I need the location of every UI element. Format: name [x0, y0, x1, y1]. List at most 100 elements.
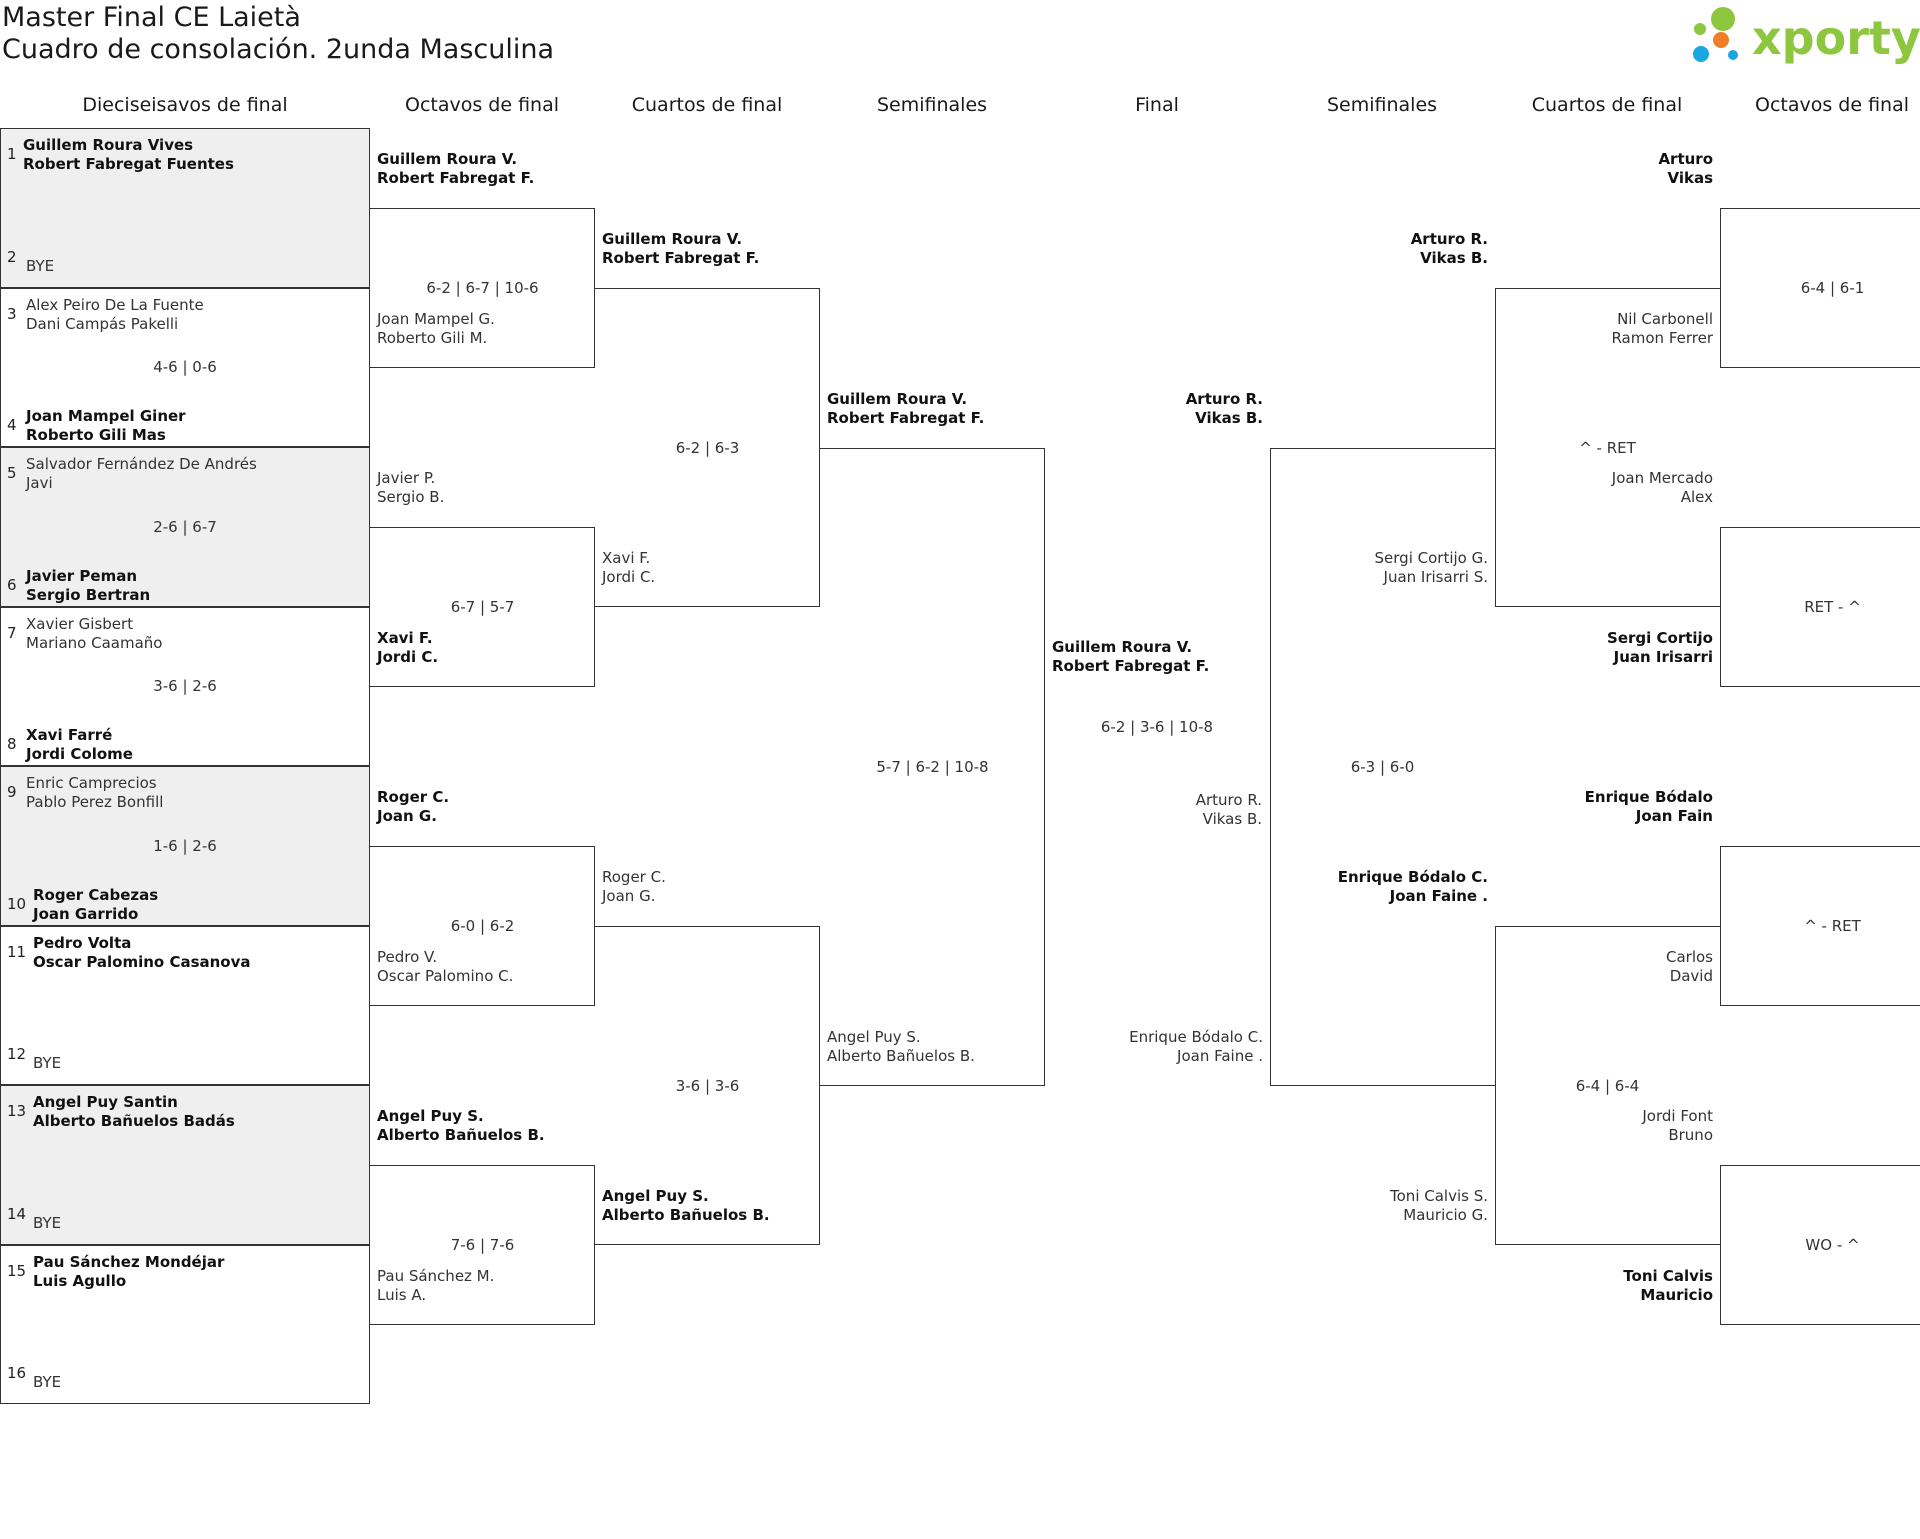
team-name: Ramon Ferrer	[1611, 328, 1713, 347]
team-name: Jordi C.	[602, 568, 656, 586]
team-name: Guillem Roura V.	[602, 230, 743, 248]
seed-number: 15	[7, 1261, 27, 1280]
player-name: Robert Fabregat Fuentes	[23, 155, 234, 173]
team-name: Alberto Bañuelos B.	[827, 1047, 975, 1065]
match-connector	[1270, 448, 1495, 1086]
team-name: Robert Fabregat F.	[1052, 657, 1210, 675]
team-name: Sergi Cortijo	[1607, 628, 1713, 647]
match-score: 3-6 | 2-6	[153, 677, 217, 696]
match-connector	[370, 1165, 595, 1325]
team-name: Xavi F.	[377, 628, 433, 647]
team-name: Enrique Bódalo	[1584, 788, 1713, 806]
team-name: Arturo	[1658, 150, 1713, 168]
team-name: Robert Fabregat F.	[827, 409, 985, 427]
seed-number: 13	[7, 1102, 27, 1120]
draw-slot	[0, 925, 370, 1085]
seed-number: 11	[7, 942, 27, 961]
seed-number: 6	[7, 575, 17, 594]
player-name: Jordi Colome	[26, 745, 133, 763]
team-name: Joan Fain	[1635, 807, 1713, 825]
team-name: Guillem Roura V.	[377, 150, 518, 168]
xporty-logo: xporty	[1693, 7, 1920, 65]
team-name: Angel Puy S.	[377, 1107, 484, 1125]
team-name: Pedro V.	[377, 947, 438, 966]
team-name: Roger C.	[377, 788, 450, 806]
match-connector	[370, 527, 595, 687]
team-name: Roger C.	[602, 868, 666, 886]
player-name: BYE	[33, 1054, 62, 1072]
logo-dot-blue	[1693, 46, 1709, 62]
header-semis-right: Semifinales	[1326, 94, 1438, 116]
page-title: Master Final CE Laietà	[2, 2, 301, 33]
player-name: Luis Agullo	[33, 1271, 127, 1290]
match-connector	[595, 288, 820, 607]
team-name: Vikas B.	[1420, 249, 1488, 267]
player-name: Mariano Caamaño	[26, 633, 163, 652]
team-name: Xavi F.	[602, 549, 651, 567]
seed-number: 2	[7, 247, 17, 266]
match-connector	[1495, 926, 1720, 1245]
match-score: 6-4 | 6-4	[1575, 1076, 1640, 1095]
team-name: Pau Sánchez M.	[377, 1266, 495, 1285]
match-connector	[1495, 288, 1720, 607]
player-name: Joan Garrido	[33, 904, 139, 923]
header-dieciseisavos: Dieciseisavos de final	[82, 94, 288, 116]
player-name: Alex Peiro De La Fuente	[26, 295, 204, 314]
header-cuartos-left: Cuartos de final	[631, 94, 783, 116]
team-name: Carlos	[1666, 947, 1713, 966]
match-connector	[1720, 527, 1920, 687]
header-cuartos-right: Cuartos de final	[1531, 94, 1683, 116]
team-name: Juan Irisarri S.	[1383, 568, 1488, 586]
draw-slot	[0, 1085, 370, 1245]
team-name: Robert Fabregat F.	[377, 169, 535, 187]
match-score: ^ - RET	[1804, 916, 1861, 935]
team-name: Mauricio	[1640, 1285, 1713, 1304]
player-name: Xavi Farré	[26, 726, 113, 744]
match-score: 6-2 | 3-6 | 10-8	[1100, 718, 1214, 736]
player-name: BYE	[33, 1373, 62, 1391]
header-octavos-left: Octavos de final	[404, 94, 560, 116]
player-name: Pedro Volta	[33, 933, 132, 952]
match-connector	[820, 448, 1045, 1086]
logo-dot-orange	[1713, 32, 1729, 48]
player-name: BYE	[33, 1213, 62, 1232]
seed-number: 14	[7, 1204, 27, 1223]
team-name: Enrique Bódalo C.	[1337, 868, 1488, 886]
draw-slot	[0, 128, 370, 288]
team-name: Arturo R.	[1410, 230, 1488, 248]
team-name: Alberto Bañuelos B.	[377, 1126, 545, 1144]
logo-text: xporty	[1752, 11, 1920, 65]
logo-dot-green-small	[1694, 23, 1706, 35]
team-name: Vikas	[1667, 169, 1713, 187]
match-score: 6-2 | 6-3	[675, 438, 740, 457]
seed-number: 8	[7, 735, 17, 753]
match-connector	[1720, 208, 1920, 368]
draw-slot	[0, 287, 370, 447]
team-name: Alex	[1680, 488, 1713, 506]
match-connector	[1720, 1165, 1920, 1325]
team-name: Javier P.	[377, 469, 436, 487]
seed-number: 5	[7, 464, 17, 482]
seed-number: 7	[7, 623, 17, 642]
header-octavos-right: Octavos de final	[1754, 94, 1910, 116]
player-name: Pau Sánchez Mondéjar	[33, 1252, 225, 1271]
team-name: Juan Irisarri	[1613, 647, 1713, 666]
match-score: 6-2 | 6-7 | 10-6	[426, 278, 539, 297]
team-name: Sergio B.	[377, 488, 445, 506]
team-name: Jordi Font	[1642, 1107, 1713, 1125]
draw-slot	[0, 606, 370, 766]
match-score: 5-7 | 6-2 | 10-8	[876, 758, 989, 776]
team-name: Enrique Bódalo C.	[1129, 1028, 1263, 1046]
team-name: Angel Puy S.	[827, 1028, 921, 1046]
match-score: ^ - RET	[1579, 438, 1636, 457]
team-name: Joan Mampel G.	[377, 309, 495, 328]
team-name: Arturo R.	[1185, 390, 1263, 408]
team-name: Guillem Roura V.	[1052, 638, 1193, 656]
draw-slot	[0, 447, 370, 607]
team-name: Vikas B.	[1195, 409, 1263, 427]
match-score: 3-6 | 3-6	[675, 1076, 740, 1095]
team-name: David	[1669, 966, 1713, 985]
match-score: 2-6 | 6-7	[153, 517, 217, 536]
header-semis-left: Semifinales	[876, 94, 988, 116]
